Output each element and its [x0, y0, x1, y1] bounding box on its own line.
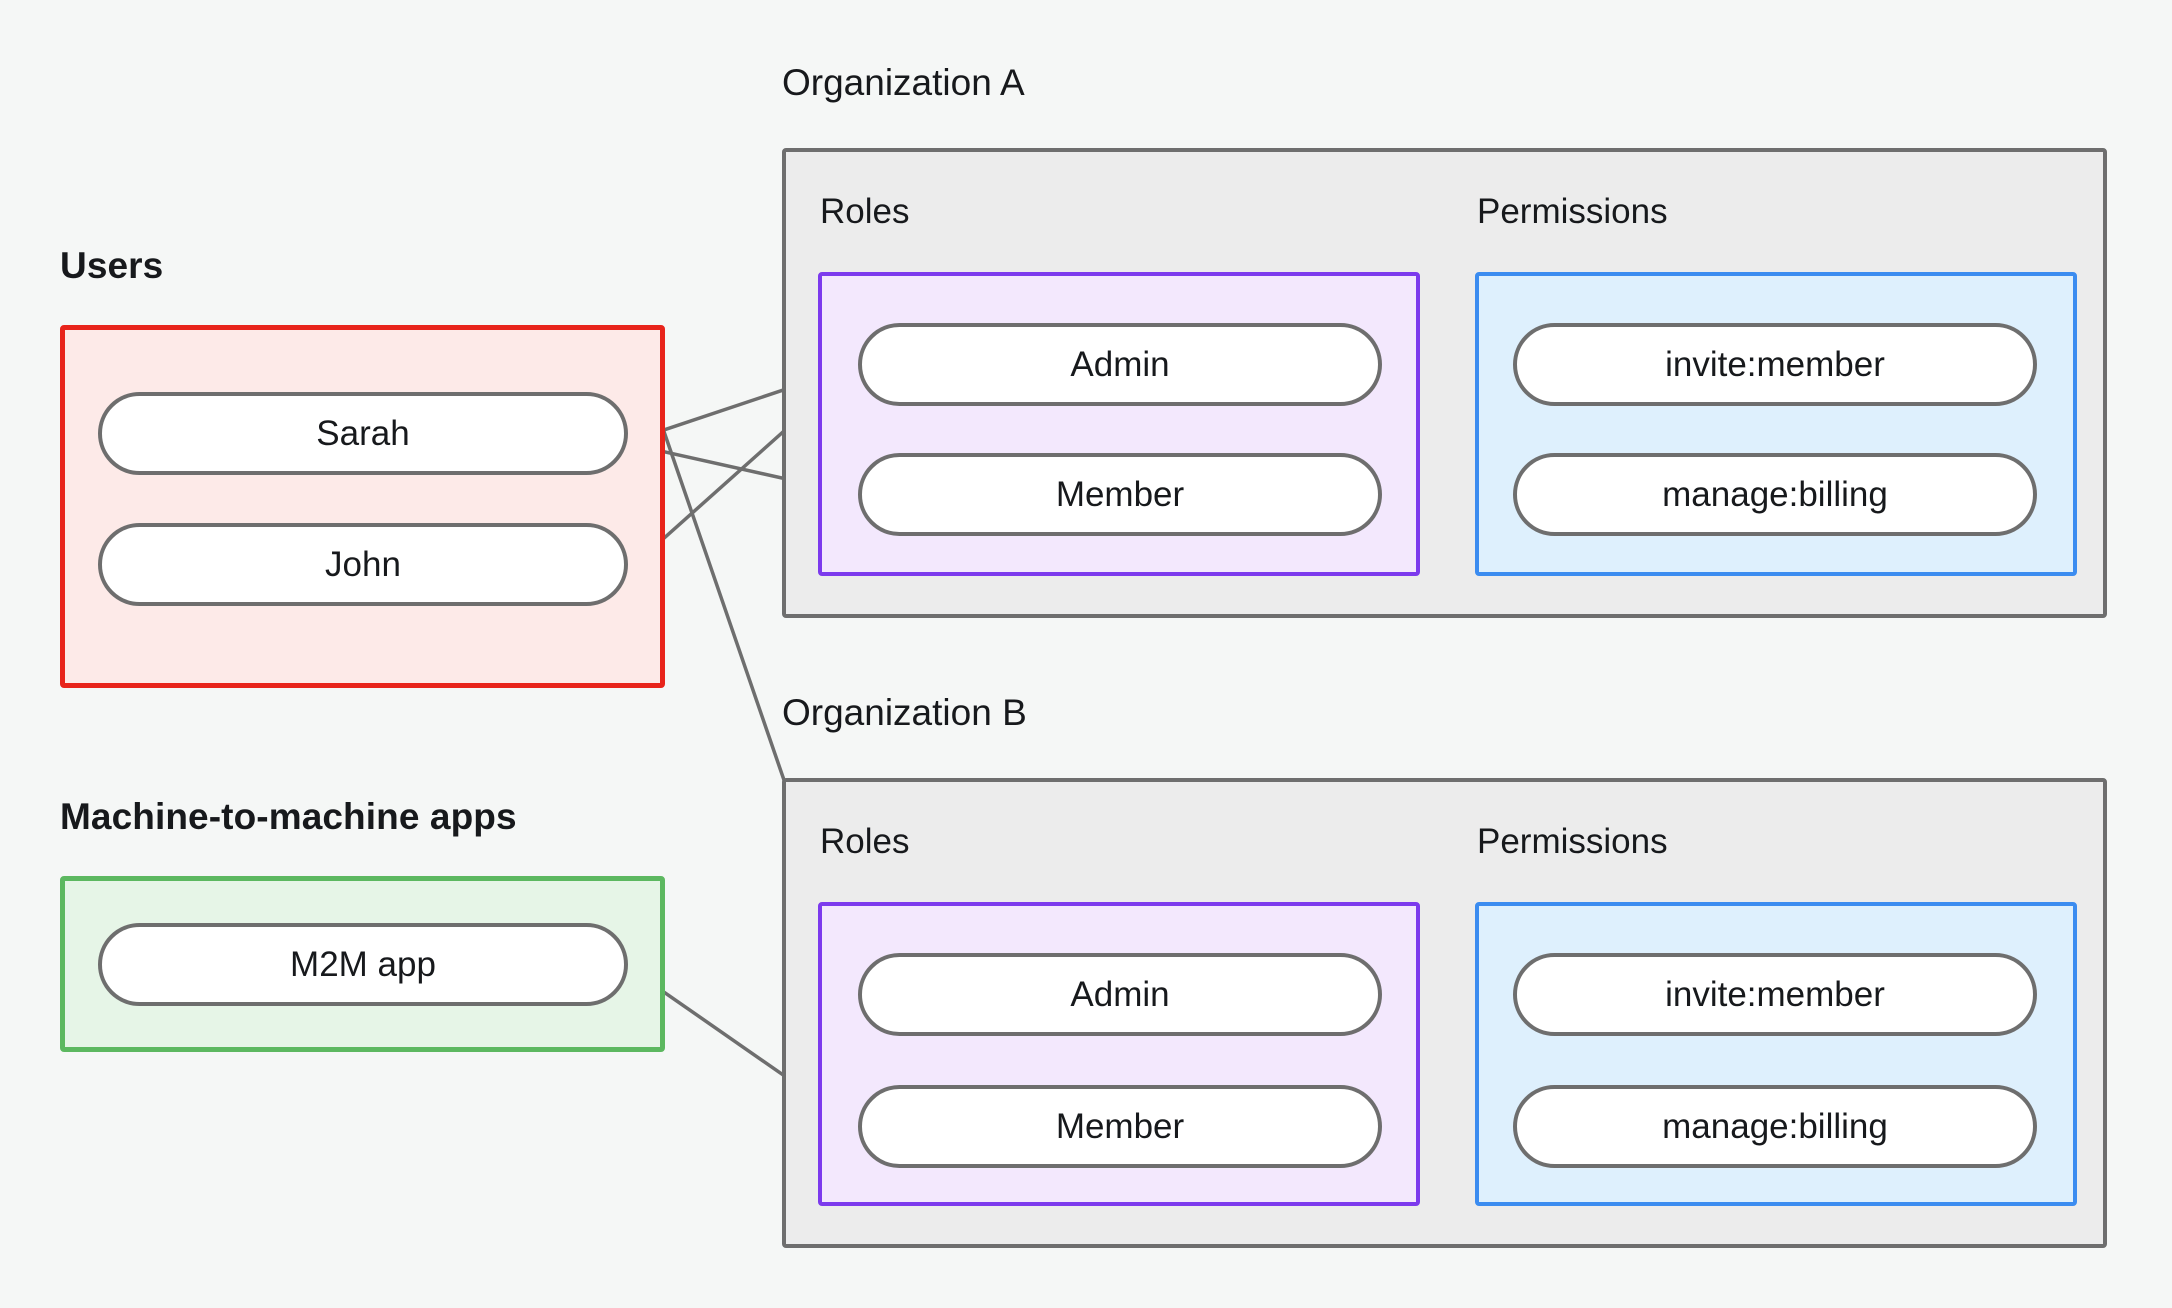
m2m-pill-app[interactable]: M2M app — [98, 923, 628, 1006]
user-pill-sarah[interactable]: Sarah — [98, 392, 628, 475]
users-group-title: Users — [60, 245, 164, 286]
org-b-permission-manage-billing[interactable]: manage:billing — [1513, 1085, 2037, 1168]
m2m-group-title: Machine-to-machine apps — [60, 796, 517, 837]
org-b-permissions-title: Permissions — [1477, 822, 1668, 861]
user-pill-john[interactable]: John — [98, 523, 628, 606]
org-a-role-member[interactable]: Member — [858, 453, 1382, 536]
org-a-permission-invite-member[interactable]: invite:member — [1513, 323, 2037, 406]
org-a-roles-title: Roles — [820, 192, 910, 231]
org-a-permissions-title: Permissions — [1477, 192, 1668, 231]
org-b-roles-title: Roles — [820, 822, 910, 861]
org-a-title: Organization A — [782, 62, 1025, 103]
org-b-permission-invite-member[interactable]: invite:member — [1513, 953, 2037, 1036]
org-b-role-member[interactable]: Member — [858, 1085, 1382, 1168]
org-a-permission-manage-billing[interactable]: manage:billing — [1513, 453, 2037, 536]
org-a-role-admin[interactable]: Admin — [858, 323, 1382, 406]
org-b-title: Organization B — [782, 692, 1027, 733]
org-b-role-admin[interactable]: Admin — [858, 953, 1382, 1036]
users-container — [60, 325, 665, 688]
